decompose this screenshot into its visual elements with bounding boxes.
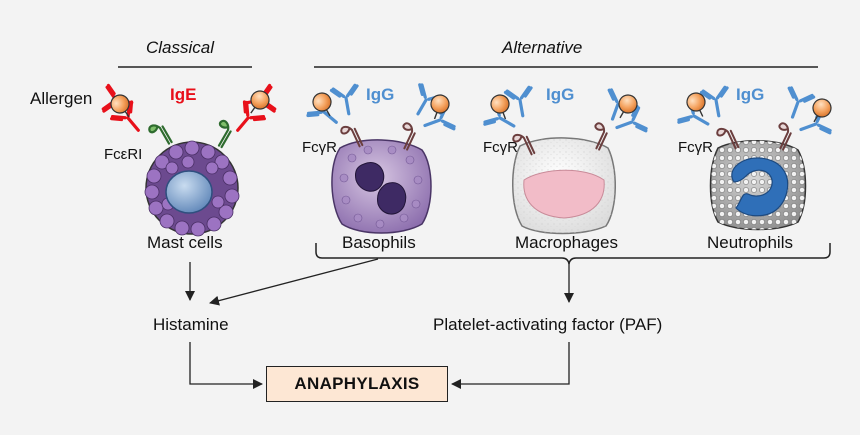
histamine-label: Histamine (153, 315, 229, 334)
allergen-label: Allergen (30, 89, 93, 108)
anaphylaxis-box: ANAPHYLAXIS (266, 366, 448, 402)
igg-label-neutrophil: IgG (736, 85, 765, 104)
fcgr-label-macrophage: FcγR (483, 139, 518, 156)
alternative-header: Alternative (502, 38, 583, 57)
igg-antibody-neut-3 (778, 85, 816, 124)
igg-antibody-neut-2 (699, 85, 734, 120)
ige-label: IgE (170, 85, 197, 104)
mast-cell (144, 140, 240, 237)
arrow-basophil-to-histamine (209, 258, 379, 306)
basophils-label: Basophils (342, 233, 416, 252)
arrow-paf-to-anaphylaxis (451, 342, 570, 389)
allergen-orb-baso-right (425, 91, 453, 123)
igg-label-macrophage: IgG (546, 85, 575, 104)
fceri-receptor-left (146, 120, 173, 150)
classical-header: Classical (146, 38, 215, 57)
macrophage-cell (512, 137, 616, 235)
mast-cells-label: Mast cells (147, 233, 223, 252)
igg-antibody-baso-2 (329, 83, 364, 118)
fceri-label: FcεRI (104, 146, 143, 163)
neutrophil-cell (709, 140, 807, 231)
igg-antibody-macro-2 (503, 85, 538, 120)
fcgr-label-neutrophil: FcγR (678, 139, 713, 156)
macrophages-label: Macrophages (515, 233, 619, 252)
fcgr-label-basophil: FcγR (302, 139, 337, 156)
arrow-histamine-to-anaphylaxis (189, 342, 263, 389)
basophil-cell (331, 139, 432, 234)
igg-label-basophil: IgG (366, 85, 395, 104)
neutrophils-label: Neutrophils (707, 233, 793, 252)
paf-label: Platelet-activating factor (PAF) (433, 315, 663, 334)
fceri-receptor-right (208, 118, 235, 149)
